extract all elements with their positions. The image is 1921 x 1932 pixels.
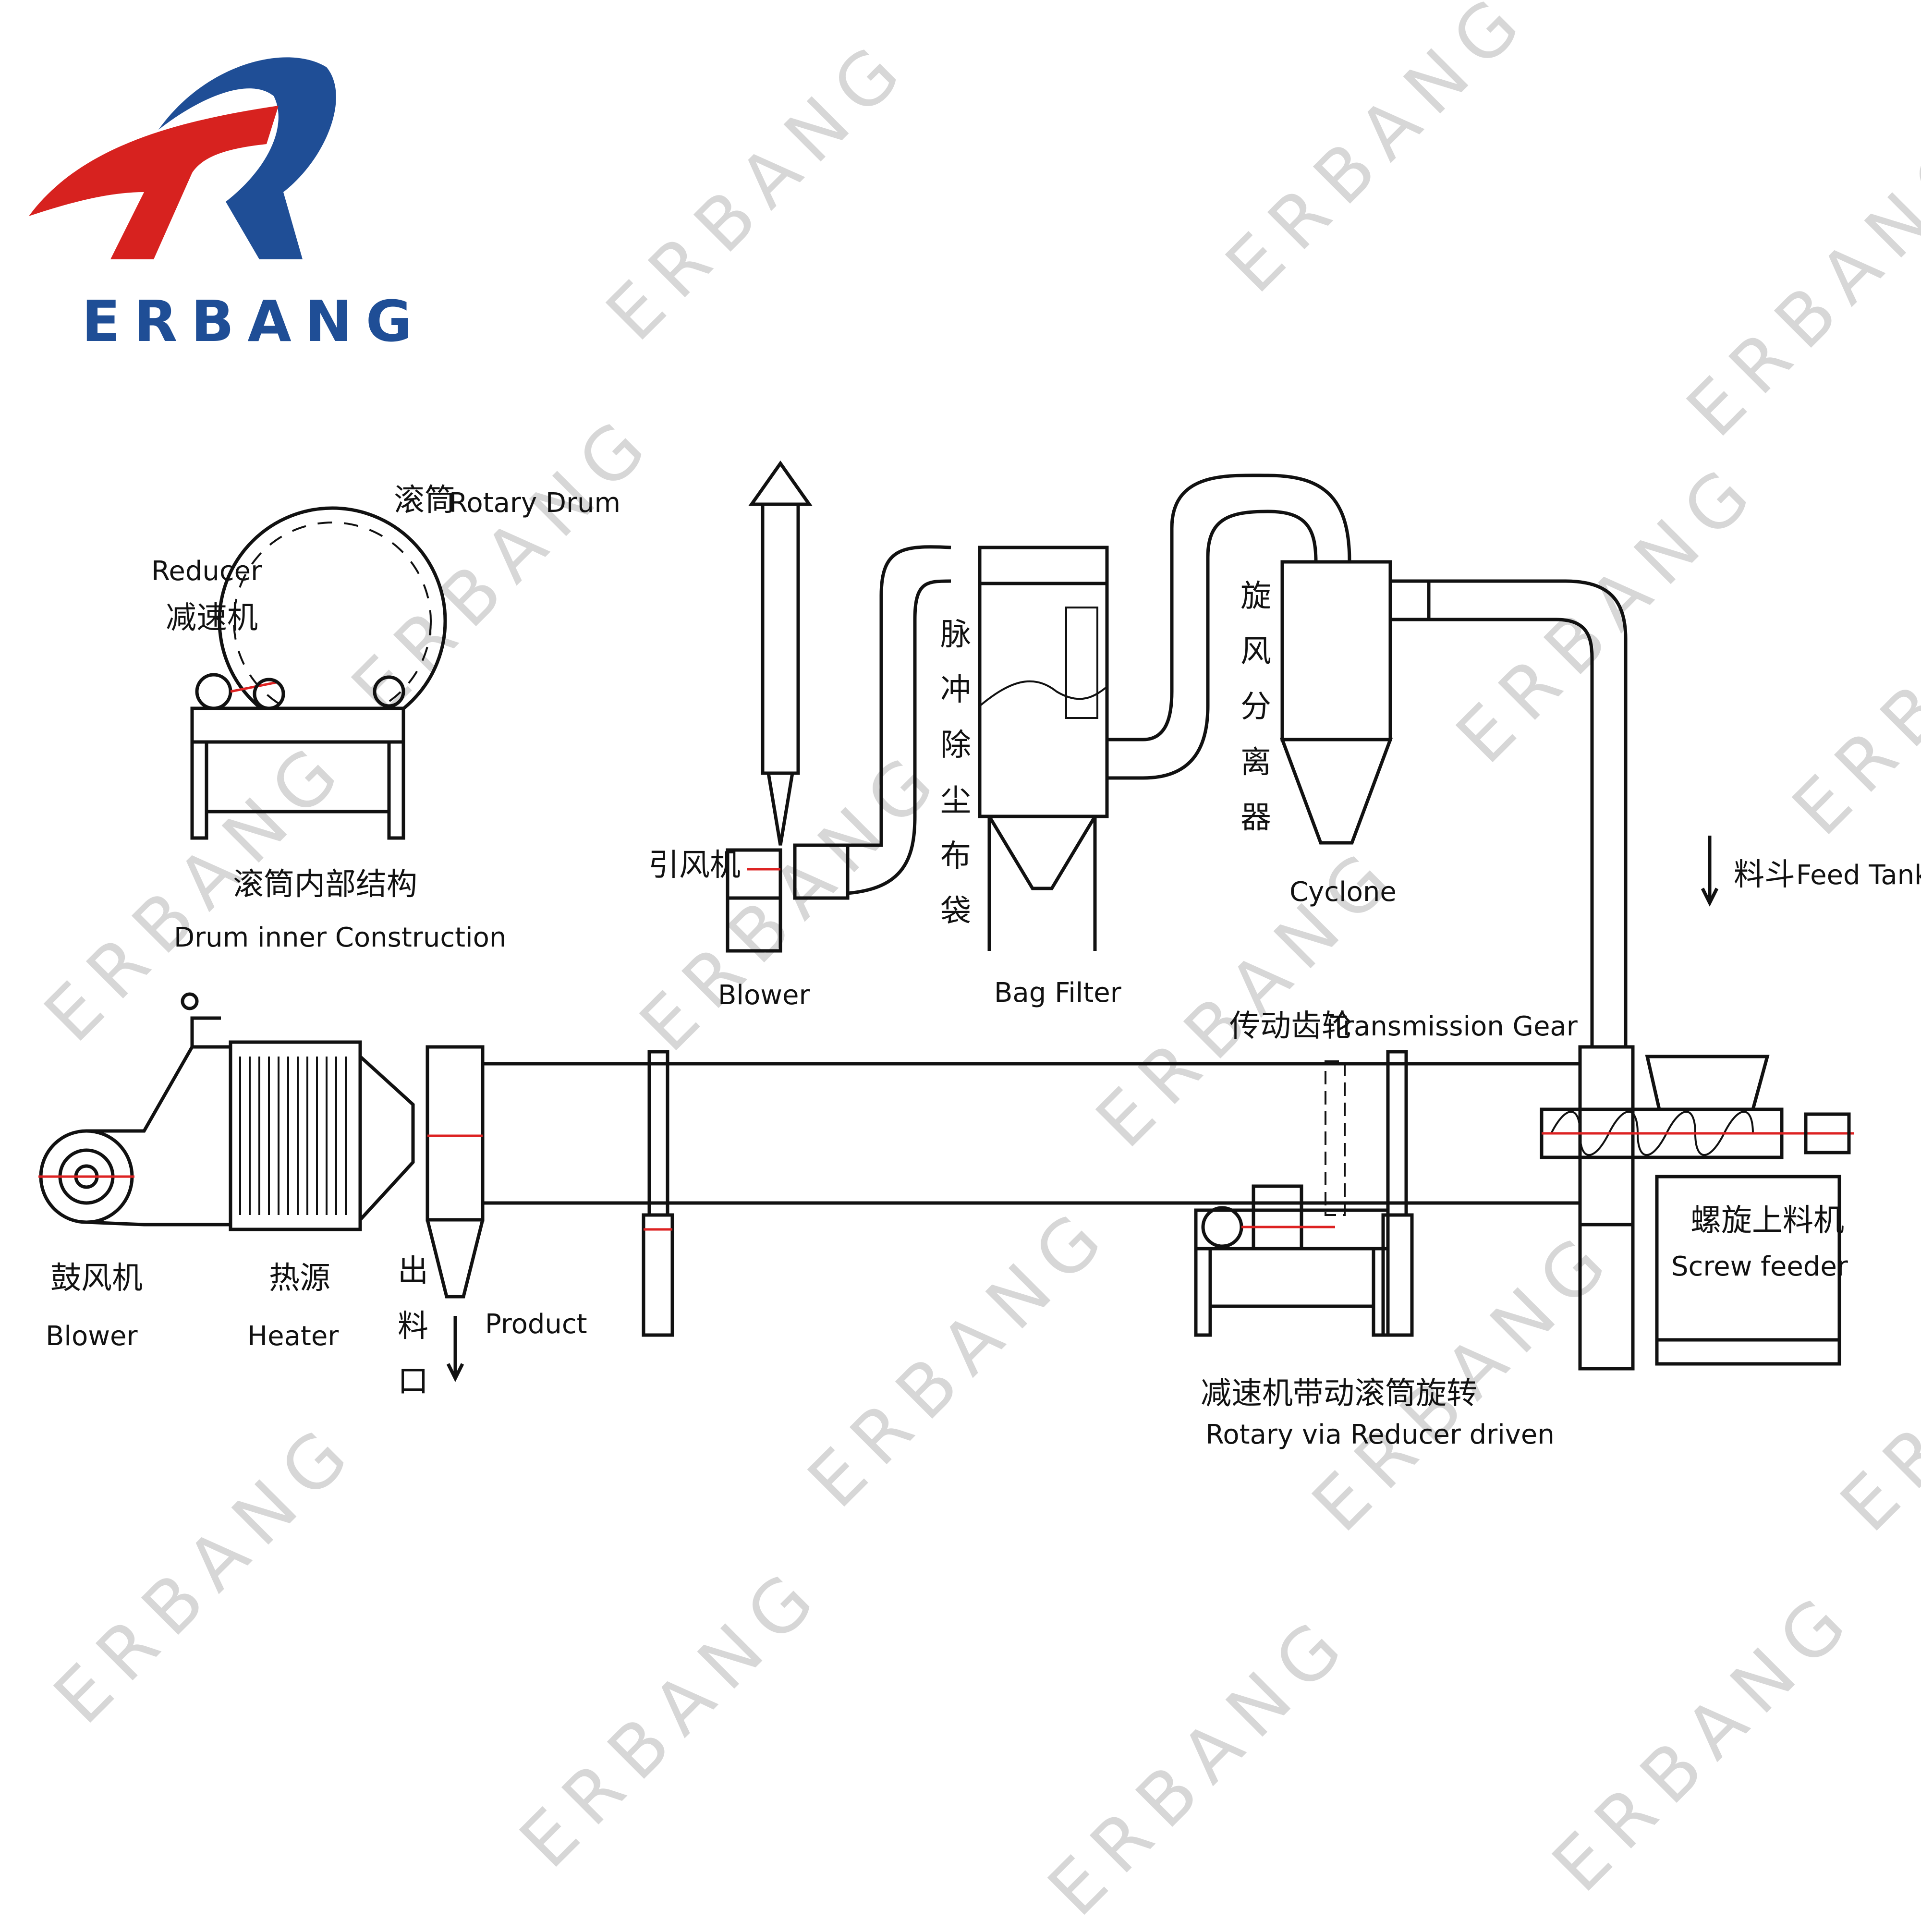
- cyclone: [1279, 560, 1431, 845]
- bag-filter-body: [978, 546, 1109, 818]
- screw-feeder: [1540, 836, 1854, 1371]
- reducer-label-en: Reducer: [151, 556, 262, 587]
- erbang-logo: [29, 57, 336, 260]
- cyclone-label-zh: 旋风分离器: [1240, 579, 1271, 836]
- discharge-hood-body: [426, 1045, 485, 1222]
- drum-lifters: [233, 522, 432, 720]
- heater-pipe: [190, 1016, 221, 1047]
- drum-inner-label-en: Drum inner Construction: [174, 922, 507, 953]
- reducer-shaft: [230, 680, 279, 693]
- bag-filter-bags: [979, 680, 1108, 707]
- transmission-gear-label-zh: 传动齿轮: [1229, 1009, 1352, 1044]
- reducer-drive-frame: [1194, 1208, 1390, 1251]
- rotary-drum-label-zh: 滚筒: [394, 483, 455, 518]
- induced-fan-base: [726, 896, 782, 953]
- drum-inner-construction: [190, 506, 447, 840]
- reducer-motor: [195, 673, 232, 710]
- duct-filter-to-cyclone-inner: [1107, 510, 1318, 780]
- screw-feeder-label-en: Screw feeder: [1671, 1251, 1848, 1282]
- blower-top-label-en: Blower: [718, 980, 810, 1011]
- screw-motor: [1804, 1112, 1851, 1154]
- heater-fins: [239, 1057, 347, 1215]
- drum-tyre: [647, 1050, 669, 1217]
- drum-support: [1381, 1213, 1414, 1337]
- chimney-cone: [766, 773, 794, 846]
- transmission-gear-ring: [1325, 1060, 1346, 1216]
- cyclone-label-en: Cyclone: [1289, 876, 1397, 908]
- feed-tank-hopper: [1645, 1055, 1770, 1111]
- feed-arrow-head: [1701, 887, 1719, 907]
- drum-roller: [373, 675, 405, 708]
- screw-flight: [1550, 1111, 1754, 1156]
- reducer-drive-label-zh: 减速机带动滚筒旋转: [1201, 1376, 1477, 1411]
- rotary-drum-label-en: Rotary Drum: [449, 487, 621, 519]
- reducer-drive-label-en: Rotary via Reducer driven: [1205, 1419, 1555, 1450]
- fan-outlet-duct: [793, 843, 850, 900]
- bag-filter-label-zh: 脉冲除尘布袋: [940, 617, 971, 929]
- heater-body: [229, 1040, 362, 1231]
- drum-base-leg: [387, 740, 405, 840]
- screw-feeder-stand: [1655, 1175, 1841, 1366]
- heater-valve: [181, 992, 199, 1010]
- duct-fan-to-filter-inner: [847, 579, 951, 895]
- discharge-hood: [426, 1045, 485, 1299]
- blower-label-zh: 鼓风机: [50, 1261, 143, 1296]
- blower-label-en: Blower: [46, 1321, 138, 1352]
- product-arrow-head: [446, 1363, 464, 1382]
- drum-base-leg: [190, 740, 208, 840]
- screw-feeder-label-zh: 螺旋上料机: [1690, 1203, 1844, 1239]
- duct-filter-to-cyclone: [1107, 474, 1351, 741]
- bag-filter-hopper: [986, 814, 1098, 890]
- feed-tank-label-zh: 料斗: [1734, 857, 1795, 893]
- rotary-drum: [483, 1050, 1580, 1337]
- bag-filter: [978, 546, 1109, 951]
- discharge-chute: [426, 1219, 485, 1299]
- reducer-label-zh: 减速机: [166, 600, 258, 636]
- heater-label-zh: 热源: [269, 1261, 330, 1296]
- reducer-gear: [253, 678, 285, 710]
- cyclone-cone: [1279, 738, 1393, 845]
- bag-filter-label-en: Bag Filter: [994, 977, 1121, 1009]
- feed-hood: [1578, 1045, 1635, 1227]
- feed-tank-label-en: Feed Tank: [1796, 860, 1921, 891]
- outlet-label-zh: 出料口: [398, 1253, 428, 1400]
- duct-drum-to-cyclone: [1429, 579, 1628, 1047]
- chimney-stack: [761, 502, 800, 775]
- drum-base-beam: [190, 706, 405, 744]
- induced-fan-chimney: [726, 460, 850, 953]
- induced-fan-label-zh: 引风机: [648, 848, 741, 883]
- chimney-cap: [748, 460, 813, 506]
- drum-tyre: [1386, 1050, 1408, 1217]
- drum-support: [642, 1213, 674, 1337]
- product-label-en: Product: [485, 1309, 587, 1340]
- blower-heater: [38, 992, 415, 1231]
- duct-drum-to-cyclone-inner: [1429, 618, 1594, 1047]
- transmission-gear-label-en: Transmission Gear: [1330, 1011, 1578, 1042]
- reducer-drive: [1194, 1184, 1390, 1337]
- reducer-drive-leg: [1194, 1247, 1212, 1337]
- reducer-gearbox: [1252, 1184, 1303, 1251]
- heater-outlet: [359, 1055, 415, 1221]
- reducer-drive-leg: [1372, 1247, 1390, 1337]
- cyclone-body: [1280, 560, 1392, 741]
- brand-name: ERBANG: [82, 288, 426, 354]
- drum-inner-label-zh: 滚筒内部结构: [233, 867, 417, 902]
- bag-filter-bag: [1065, 607, 1098, 719]
- feed-hood-stand: [1578, 1223, 1635, 1371]
- reducer-motor: [1201, 1206, 1243, 1248]
- heater-label-en: Heater: [247, 1321, 339, 1352]
- cyclone-inlet: [1388, 579, 1431, 621]
- duct-fan-to-filter: [848, 545, 951, 847]
